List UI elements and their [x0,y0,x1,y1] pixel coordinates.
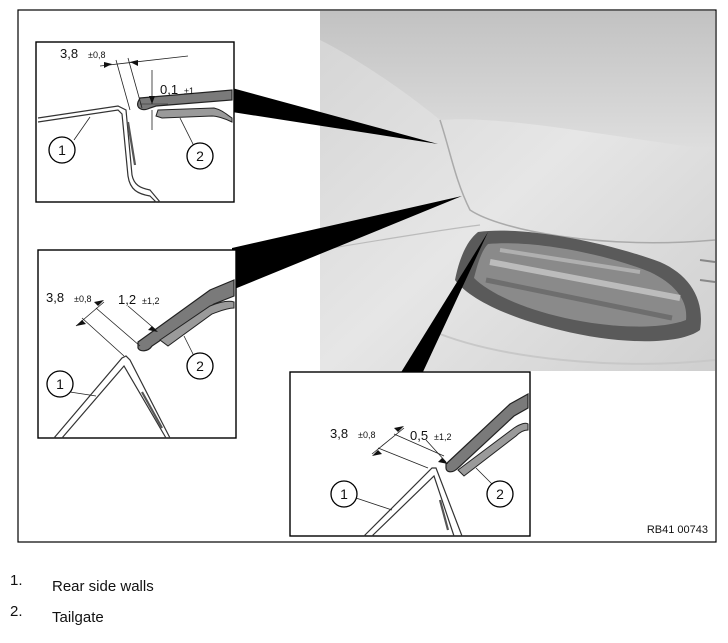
legend-number: 1. [10,572,23,589]
callout-1-circle-top [48,136,76,164]
callout-2-label-bottom: 2 [496,486,504,502]
gap-dimension-top-value: 3,8 [60,46,78,61]
callout-2-label-middle: 2 [196,358,204,374]
legend-text: Tailgate [52,609,104,626]
callout-wedge-middle [232,196,462,290]
callout-1-circle-middle [46,370,74,398]
gap-dimension-top-tolerance: ±0,8 [88,50,105,60]
callout-1-label-top: 1 [58,142,66,158]
flush-dimension-bottom-tolerance: ±1,2 [434,432,451,442]
detail-middle: 3,8 ±0,8 1,2 ±1,2 1 2 [37,249,237,439]
gap-dimension-middle-tolerance: ±0,8 [74,294,91,304]
flush-dimension-bottom-value: 0,5 [410,428,428,443]
flush-dimension-middle-tolerance: ±1,2 [142,296,159,306]
flush-dimension-top-value: 0,1 [160,82,178,97]
callout-2-circle-bottom [486,480,514,508]
gap-dimension-middle-value: 3,8 [46,290,64,305]
detail-top: 3,8 ±0,8 0,1 ±1 1 2 [35,41,235,203]
callout-wedge-top [232,88,438,144]
gap-dimension-bottom-tolerance: ±0,8 [358,430,375,440]
callout-1-circle-bottom [330,480,358,508]
callout-2-circle-middle [186,352,214,380]
tail-lamp [455,230,701,342]
car-rear-illustration [319,11,716,371]
legend-text: Rear side walls [52,578,154,595]
detail-bottom: 3,8 ±0,8 0,5 ±1,2 1 2 [289,371,531,537]
callout-2-circle-top [186,142,214,170]
gap-dimension-bottom-value: 3,8 [330,426,348,441]
callout-2-label-top: 2 [196,148,204,164]
figure-code: RB41 00743 [647,524,708,536]
flush-dimension-top-tolerance: ±1 [184,86,194,96]
callout-1-label-bottom: 1 [340,486,348,502]
legend-number: 2. [10,603,23,620]
flush-dimension-middle-value: 1,2 [118,292,136,307]
assembly-diagram: 3,8 ±0,8 0,1 ±1 1 2 3,8 ±0,8 1,2 ±1,2 [17,9,717,543]
callout-wedge-bottom [400,232,488,374]
callout-1-label-middle: 1 [56,376,64,392]
